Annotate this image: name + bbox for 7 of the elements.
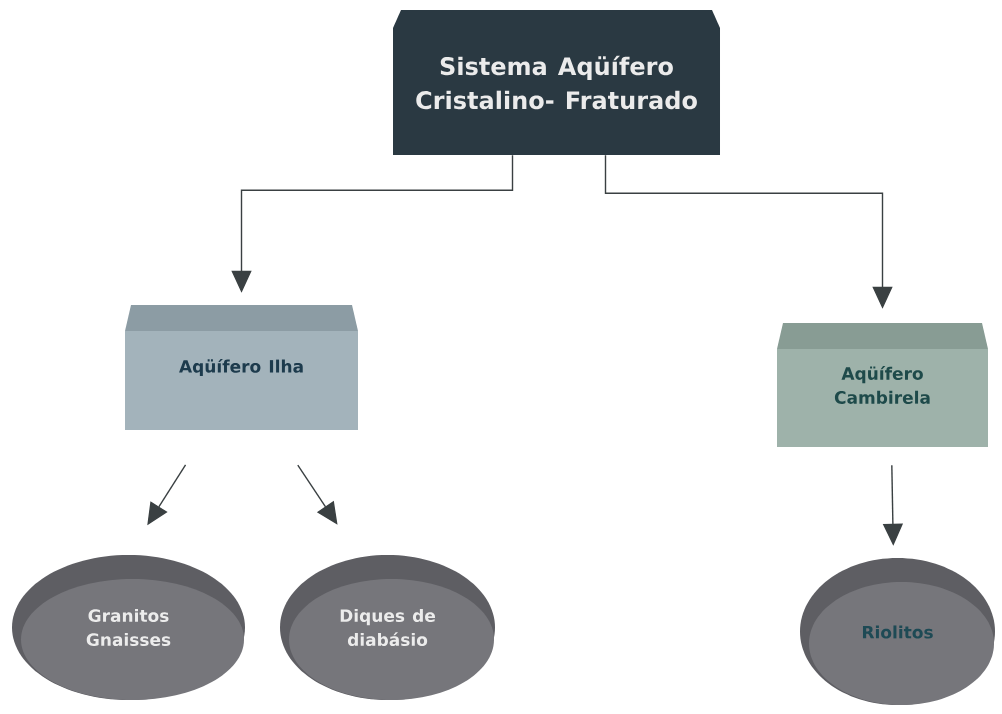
rock-cushion: Diques de diabásio bbox=[280, 555, 495, 700]
heading-box: Sistema Aqüífero Cristalino- Fraturado bbox=[393, 10, 720, 155]
aquifer-box: Aqüífero Cambirela bbox=[777, 323, 988, 447]
arrow bbox=[297, 464, 338, 525]
rock-cushion: Granitos Gnaisses bbox=[12, 555, 245, 700]
aquifer-box: Aqüífero Ilha bbox=[125, 305, 358, 430]
rock-cushion: Riolitos bbox=[800, 558, 995, 705]
